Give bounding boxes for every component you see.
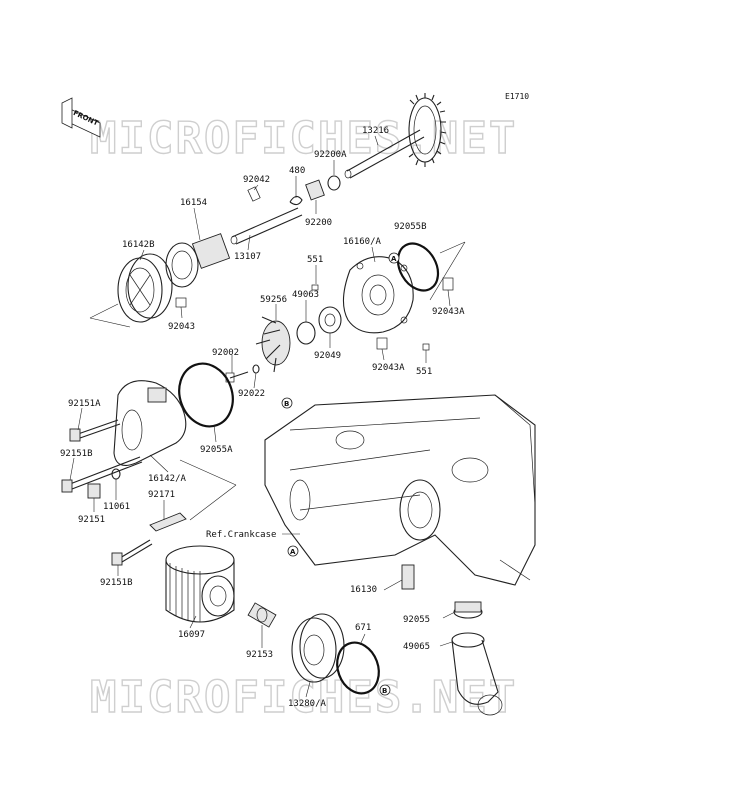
front-arrow-icon: FRONT (61, 97, 101, 138)
part-label: 92043 (168, 322, 195, 332)
part-label: 92200 (305, 218, 332, 228)
washer-11061 (111, 468, 121, 480)
pump-body-16142b (89, 253, 173, 328)
part-label: 551 (307, 255, 323, 265)
cover-16160a (342, 256, 414, 334)
bolt-92151 (87, 483, 101, 499)
part-label: 92055A (200, 445, 233, 455)
part-label: 92043A (432, 307, 465, 317)
ref-marker-b-lower: B (379, 684, 391, 696)
part-label: 13280/A (288, 699, 327, 709)
ref-marker-b-upper: B (281, 397, 293, 409)
clip-480 (289, 195, 303, 206)
part-label: 59256 (260, 295, 287, 305)
part-label: 92200A (314, 150, 347, 160)
oring-92055a (178, 362, 234, 428)
bolt-92151b-upper (61, 456, 143, 493)
part-labels: 13216 92200A 480 92042 92200 16154 13107… (60, 126, 465, 709)
pin-551-lower (422, 343, 430, 351)
svg-text:B: B (382, 687, 387, 695)
svg-text:B: B (284, 400, 289, 408)
part-label: 92153 (246, 650, 273, 660)
bolt-92002 (225, 371, 249, 383)
part-label: 92049 (314, 351, 341, 361)
part-label: 16160/A (343, 237, 382, 247)
pin-92042 (247, 186, 261, 202)
part-label: 13107 (234, 252, 261, 262)
washer-92200a (327, 175, 341, 191)
part-label: 16142B (122, 240, 155, 250)
part-label: 16142/A (148, 474, 187, 484)
part-label: 671 (355, 623, 371, 633)
part-label: 16130 (350, 585, 377, 595)
gear-shaft-13216 (344, 93, 447, 179)
watermark-top: MICROFICHES.NET (90, 113, 517, 164)
part-label: 92002 (212, 348, 239, 358)
crankcase-reference (264, 394, 536, 586)
pin-551-upper (311, 284, 319, 291)
ref-marker-a-lower: A (287, 545, 299, 557)
bolt-92151b-lower (111, 539, 153, 566)
part-label: 480 (289, 166, 305, 176)
part-label: 551 (416, 367, 432, 377)
part-label: 49065 (403, 642, 430, 652)
part-label: 16097 (178, 630, 205, 640)
part-label: 92151B (100, 578, 133, 588)
bracket-92171 (149, 512, 187, 532)
svg-text:A: A (391, 255, 397, 263)
ref-marker-a-upper: A (388, 252, 400, 264)
pin-92043a-upper (442, 277, 454, 291)
oring-92055b (396, 242, 440, 292)
bearing-49063 (296, 321, 316, 345)
part-label: 92151 (78, 515, 105, 525)
ref-crankcase-label: Ref.Crankcase (206, 530, 276, 540)
strainer-49065 (451, 632, 503, 716)
housing-16142a (113, 380, 237, 521)
shaft-13107 (230, 207, 303, 245)
part-label: 92043A (372, 363, 405, 373)
svg-text:A: A (290, 548, 296, 556)
oring-671 (336, 641, 380, 695)
rotor-16154 (165, 233, 231, 288)
part-label: 92042 (243, 175, 270, 185)
connector-92153 (247, 602, 277, 628)
diagram-code: E1710 (505, 92, 529, 101)
part-label: 92055 (403, 615, 430, 625)
watermark-bottom: MICROFICHES.NET (90, 672, 517, 723)
oil-filter-16097 (165, 545, 235, 623)
part-label: 92171 (148, 490, 175, 500)
part-label: 16154 (180, 198, 207, 208)
part-label: 92022 (238, 389, 265, 399)
part-label: 92151B (60, 449, 93, 459)
pin-92043 (175, 297, 187, 308)
washer-92022 (252, 364, 260, 374)
pin-92043a-lower (376, 337, 388, 350)
part-label: 49063 (292, 290, 319, 300)
part-label: 13216 (362, 126, 389, 136)
fitting-16130 (401, 564, 415, 590)
bolt-92151a (69, 419, 121, 442)
leader-lines (69, 135, 456, 698)
part-label: 92055B (394, 222, 427, 232)
impeller-59256 (255, 316, 291, 373)
part-label: 92151A (68, 399, 101, 409)
seal-92049 (318, 306, 342, 334)
plate-92200 (305, 179, 325, 201)
part-label: 11061 (103, 502, 130, 512)
